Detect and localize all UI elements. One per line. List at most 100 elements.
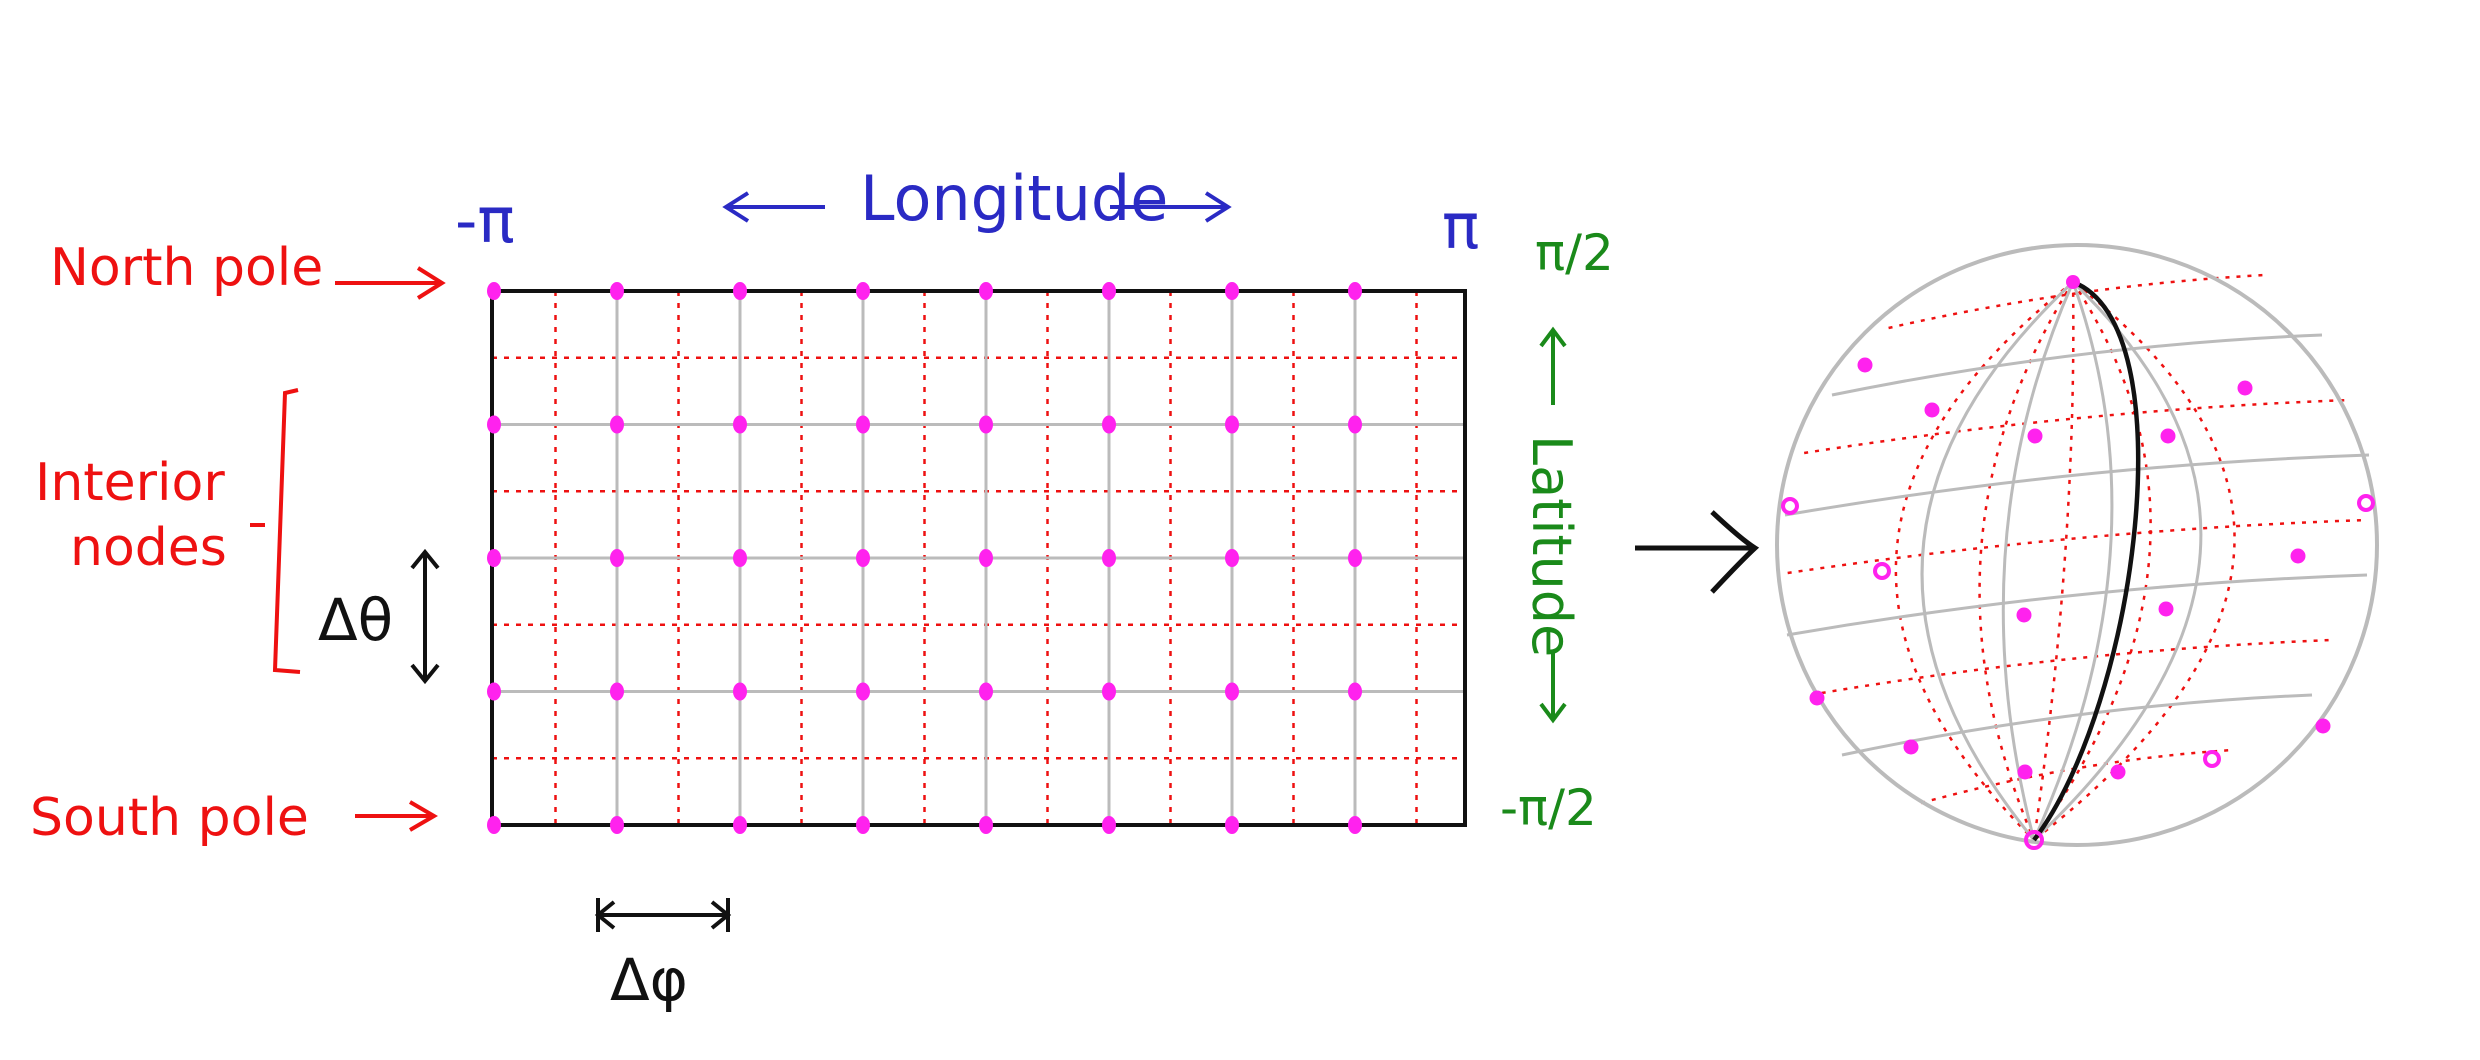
- grid-node: [1102, 282, 1116, 300]
- grid-node: [856, 816, 870, 834]
- north-pole-arrow: [335, 266, 446, 300]
- sphere-grid: [1775, 243, 2379, 850]
- sphere-latitude-line: [1784, 453, 2370, 517]
- sphere-staggered-latitude: [1821, 638, 2333, 695]
- grid-node: [1102, 682, 1116, 701]
- grid-node: [979, 282, 993, 300]
- sphere-node: [1903, 739, 1919, 755]
- grid-node: [1102, 415, 1116, 434]
- delta-phi-arrow: [594, 898, 732, 932]
- grid-node: [856, 682, 870, 701]
- grid-node: [1102, 549, 1116, 567]
- grid-node: [1102, 816, 1116, 834]
- delta-theta-label: Δθ: [318, 586, 393, 654]
- grid-node: [1348, 549, 1362, 567]
- grid-node: [733, 816, 747, 834]
- grid-node: [856, 549, 870, 567]
- grid-node: [733, 549, 747, 567]
- sphere-staggered-meridian: [1894, 281, 2074, 841]
- sphere-staggered-meridian: [1978, 281, 2075, 841]
- grid-node: [733, 282, 747, 300]
- sphere-meridian-line: [2032, 281, 2114, 841]
- sphere-node-hollow: [1781, 497, 1799, 515]
- sphere-north-pole-node: [2066, 275, 2080, 289]
- grid-nodes: [487, 282, 1362, 834]
- sphere-latitude-line: [1831, 333, 2323, 397]
- sphere-node: [2017, 764, 2033, 780]
- interior-nodes-bracket: [272, 388, 301, 674]
- sphere-staggered-meridian: [2032, 281, 2152, 841]
- grid-node: [856, 282, 870, 300]
- grid-node: [1348, 282, 1362, 300]
- grid-node: [487, 549, 501, 567]
- grid-node: [733, 682, 747, 701]
- sphere-nodes: [1781, 275, 2375, 850]
- delta-phi-label: Δφ: [610, 946, 688, 1014]
- south-pole-label: South pole: [30, 788, 309, 848]
- sphere-node: [2158, 601, 2174, 617]
- south-pole-arrow: [355, 800, 438, 832]
- sphere-latitude-line: [1786, 573, 2368, 637]
- sphere-meridian-line: [1920, 280, 2075, 841]
- grid-node: [487, 682, 501, 701]
- sphere-node-hollow: [1873, 562, 1891, 580]
- pi-half-label: π/2: [1535, 224, 1614, 282]
- grid-node: [1225, 682, 1239, 701]
- lat-lon-grid: [487, 282, 1467, 834]
- longitude-left-arrow: [722, 191, 825, 223]
- sphere-node: [2315, 718, 2331, 734]
- grid-node: [1348, 816, 1362, 834]
- sphere-node: [1809, 690, 1825, 706]
- grid-node: [487, 415, 501, 434]
- grid-node: [979, 549, 993, 567]
- sphere-node: [2027, 428, 2043, 444]
- longitude-right-arrow: [1110, 191, 1232, 223]
- sphere-meridian-line: [2001, 281, 2075, 841]
- interior-nodes-label-line1: Interior: [35, 453, 225, 513]
- grid-node: [610, 682, 624, 701]
- sphere-staggered-latitude: [1920, 748, 2233, 805]
- sphere-staggered-latitude: [1787, 518, 2367, 575]
- grid-node: [1348, 415, 1362, 434]
- sphere-staggered-meridian: [2033, 281, 2236, 841]
- sphere-node: [2016, 607, 2032, 623]
- sphere-node-lines: [1784, 280, 2370, 842]
- grid-node: [1225, 816, 1239, 834]
- sphere-node: [2290, 548, 2306, 564]
- minus-pi-label: -π: [455, 184, 515, 257]
- node-grid-lines: [492, 291, 1465, 825]
- grid-node: [979, 682, 993, 701]
- grid-node: [610, 549, 624, 567]
- grid-node: [979, 415, 993, 434]
- grid-node: [1348, 682, 1362, 701]
- grid-node: [979, 816, 993, 834]
- interior-nodes-label-line2: nodes: [70, 518, 227, 578]
- latitude-up-arrow: [1539, 326, 1567, 405]
- grid-node: [856, 415, 870, 434]
- sphere-node-hollow: [2357, 494, 2375, 512]
- sphere-south-pole-node: [2024, 830, 2044, 850]
- minus-pi-half-label: -π/2: [1500, 779, 1597, 837]
- grid-node: [610, 816, 624, 834]
- sphere-outline: [1775, 243, 2379, 847]
- sphere-node: [1857, 357, 1873, 373]
- grid-node: [1225, 282, 1239, 300]
- grid-node: [610, 282, 624, 300]
- sphere-staggered-latitude: [1803, 398, 2350, 455]
- grid-node: [1225, 549, 1239, 567]
- grid-node: [487, 282, 501, 300]
- pi-label: π: [1442, 190, 1479, 263]
- sphere-node-hollow: [2203, 750, 2221, 768]
- delta-theta-arrow: [410, 548, 440, 685]
- sphere-node: [1924, 402, 1940, 418]
- latitude-down-arrow: [1539, 650, 1567, 724]
- sphere-node: [2160, 428, 2176, 444]
- sphere-node: [2237, 380, 2253, 396]
- sphere-meridian-line: [2032, 280, 2203, 842]
- map-to-sphere-arrow: [1635, 510, 1760, 594]
- longitude-label: Longitude: [860, 162, 1168, 235]
- highlighted-meridian: [2032, 279, 2141, 842]
- sphere-staggered-lines: [1787, 273, 2367, 841]
- grid-node: [487, 816, 501, 834]
